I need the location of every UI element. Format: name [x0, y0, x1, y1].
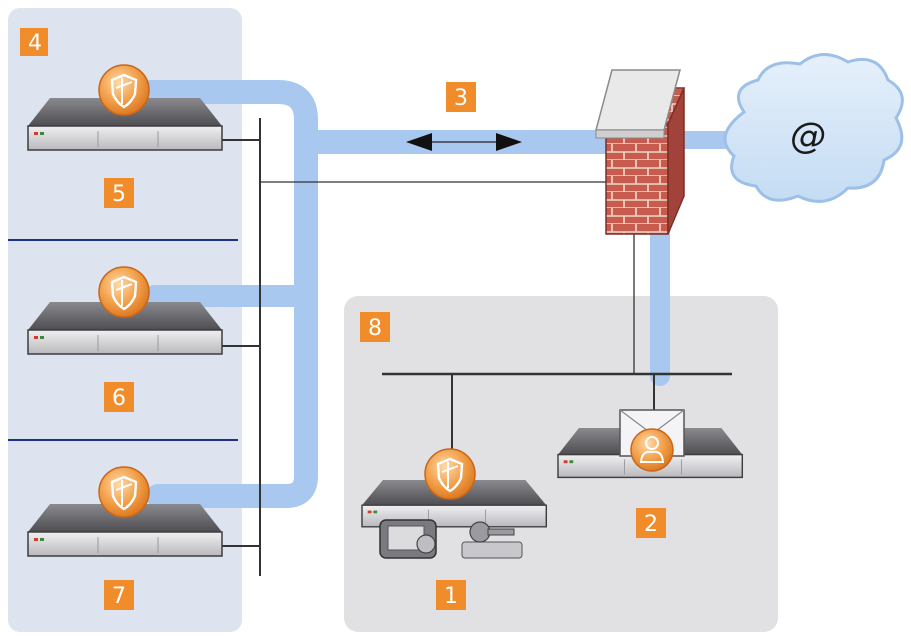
bidirectional-arrow-icon — [406, 133, 522, 151]
svg-text:6: 6 — [112, 386, 126, 411]
internet-cloud-icon: @ — [723, 53, 904, 203]
badge-5: 5 — [104, 178, 134, 208]
firewall-brick-wall-icon — [595, 69, 686, 235]
badge-1: 1 — [436, 580, 466, 610]
person-icon — [630, 428, 674, 472]
badge-3: 3 — [446, 82, 476, 112]
shield-icon — [97, 465, 151, 519]
shield-icon — [97, 63, 151, 117]
monitor-icon — [379, 519, 437, 559]
svg-text:8: 8 — [368, 316, 382, 341]
network-wiring — [216, 118, 732, 576]
badge-4: 4 — [20, 28, 48, 56]
svg-text:1: 1 — [444, 584, 458, 609]
badge-2: 2 — [636, 508, 666, 538]
badge-8: 8 — [360, 312, 390, 342]
shield-icon — [97, 265, 151, 319]
badge-6: 6 — [104, 382, 134, 412]
badge-7: 7 — [104, 580, 134, 610]
svg-text:5: 5 — [112, 182, 126, 207]
svg-text:2: 2 — [644, 512, 658, 537]
svg-text:3: 3 — [454, 86, 468, 111]
svg-text:7: 7 — [112, 584, 126, 609]
internet-symbol: @ — [790, 116, 826, 157]
key-icon — [461, 521, 523, 559]
shield-icon — [423, 447, 477, 501]
svg-text:4: 4 — [28, 31, 42, 56]
